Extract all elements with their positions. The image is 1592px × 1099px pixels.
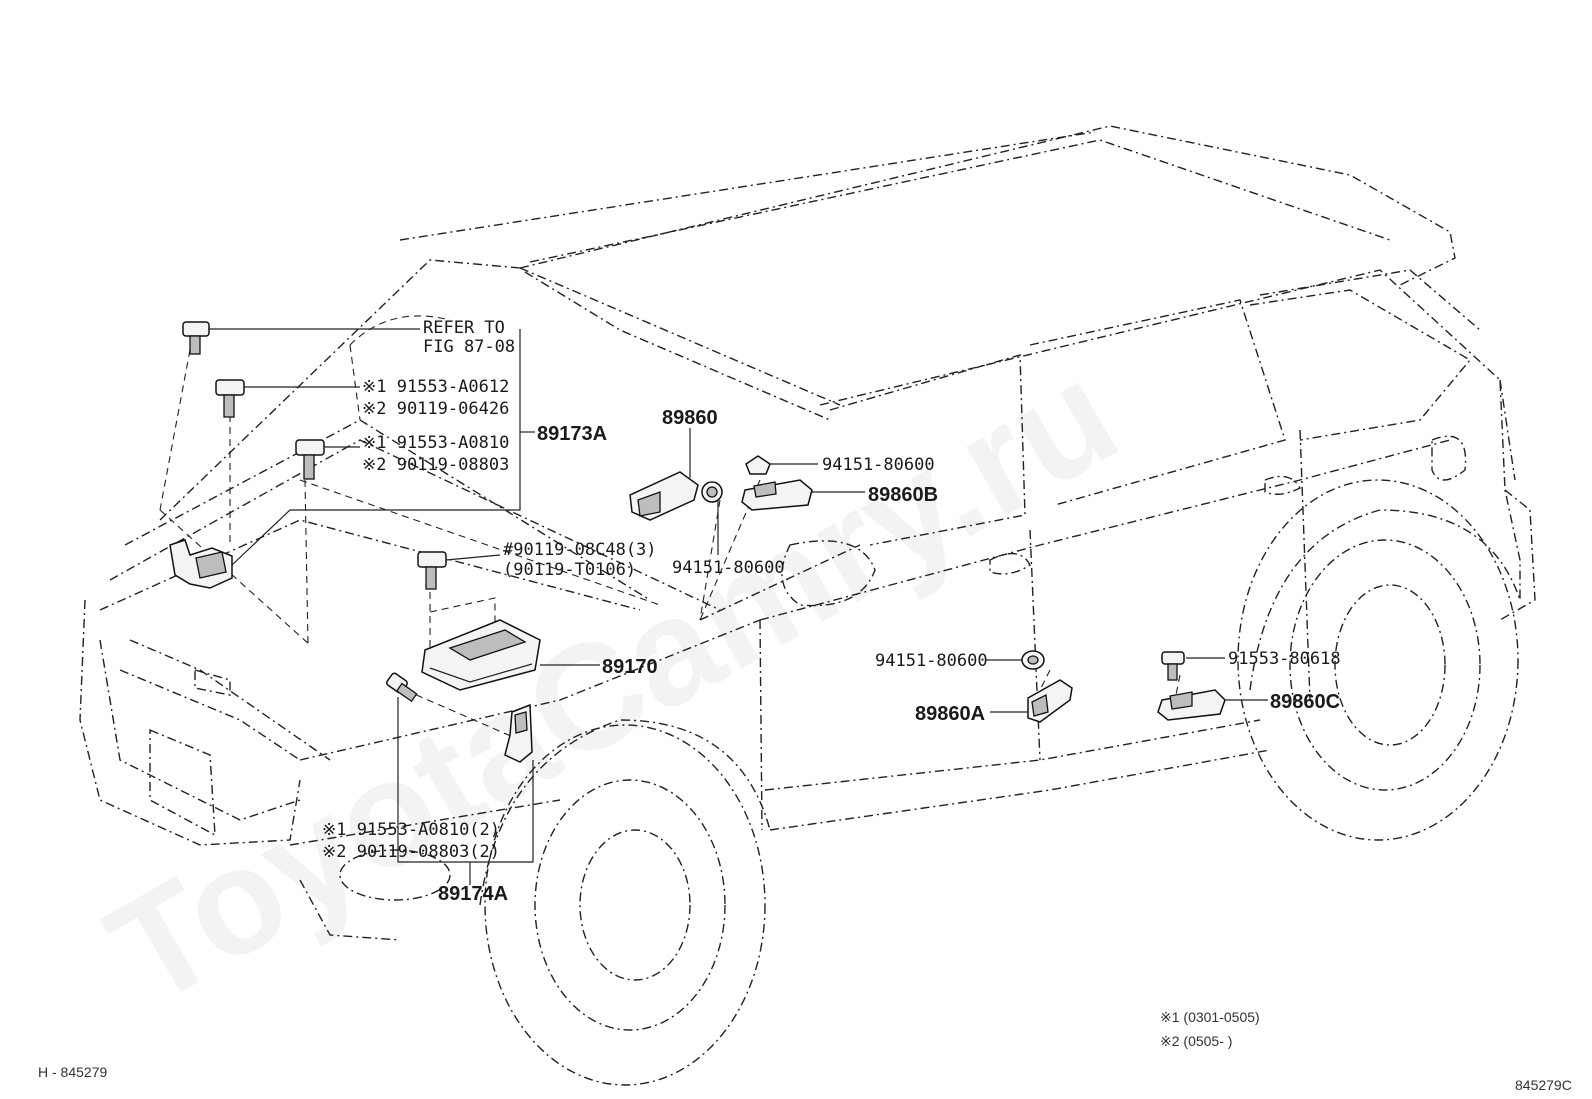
label-bolt2-alt2: ※2 90119-08803 xyxy=(362,455,509,475)
leader-lines xyxy=(209,328,1268,885)
label-89860: 89860 xyxy=(662,407,718,429)
label-bolt4-alt2: ※2 90119-08803(2) xyxy=(322,842,500,862)
bolt-89173a-lower[interactable] xyxy=(295,439,325,480)
label-bolt1-alt1: ※1 91553-A0612 xyxy=(362,377,509,397)
figure-code-right: 845279C xyxy=(1515,1077,1572,1093)
part-labels: REFER TO FIG 87-08 ※1 91553-A0612 ※2 901… xyxy=(38,318,1572,1093)
nut-upper[interactable] xyxy=(745,455,771,475)
label-89173a: 89173A xyxy=(537,423,607,445)
bolt-89174a[interactable] xyxy=(386,672,418,703)
legend-note-2: ※2 (0505- ) xyxy=(1160,1033,1232,1049)
label-refer-line2: FIG 87-08 xyxy=(423,337,515,357)
figure-code-left: H - 845279 xyxy=(38,1064,107,1080)
bolt-refer-fig[interactable] xyxy=(182,321,210,355)
nut-lower[interactable] xyxy=(1021,650,1045,670)
label-nut-upper: 94151-80600 xyxy=(822,455,935,475)
bolt-rear[interactable] xyxy=(1161,651,1185,681)
side-sensor-89860c[interactable] xyxy=(1157,689,1226,721)
label-bolt4-alt1: ※1 91553-A0810(2) xyxy=(322,820,500,840)
label-bolt2-alt1: ※1 91553-A0810 xyxy=(362,433,509,453)
label-89170: 89170 xyxy=(602,656,658,678)
vehicle-outline xyxy=(79,125,1536,1086)
label-89860c: 89860C xyxy=(1270,691,1340,713)
front-airbag-sensor-89173a[interactable] xyxy=(169,539,233,589)
label-89860b: 89860B xyxy=(868,484,938,506)
side-sensor-89860a[interactable] xyxy=(1027,679,1073,723)
bolt-ecu-mount[interactable] xyxy=(417,551,447,590)
nut-center[interactable] xyxy=(701,481,723,503)
label-89174a: 89174A xyxy=(438,883,508,905)
legend-note-1: ※1 (0301-0505) xyxy=(1160,1009,1260,1025)
label-bolt-rear: 91553-80618 xyxy=(1228,649,1341,669)
side-sensor-89860b[interactable] xyxy=(741,479,813,511)
bolt-89173a-upper[interactable] xyxy=(215,379,245,418)
label-89860a: 89860A xyxy=(915,703,985,725)
watermark: ToyotaCamry.ru xyxy=(82,328,1143,1038)
side-sensor-89860[interactable] xyxy=(629,471,699,521)
label-bolt1-alt2: ※2 90119-06426 xyxy=(362,399,509,419)
airbag-ecu-89170[interactable] xyxy=(421,619,541,691)
label-bolt3-line2: (90119-T0106) xyxy=(503,560,636,580)
label-bolt3-line1: #90119-08C48(3) xyxy=(503,540,657,560)
sensor-89174a[interactable] xyxy=(504,703,533,763)
label-nut-lower: 94151-80600 xyxy=(875,651,988,671)
label-nut-center: 94151-80600 xyxy=(672,558,785,578)
label-refer-line1: REFER TO xyxy=(423,318,505,338)
